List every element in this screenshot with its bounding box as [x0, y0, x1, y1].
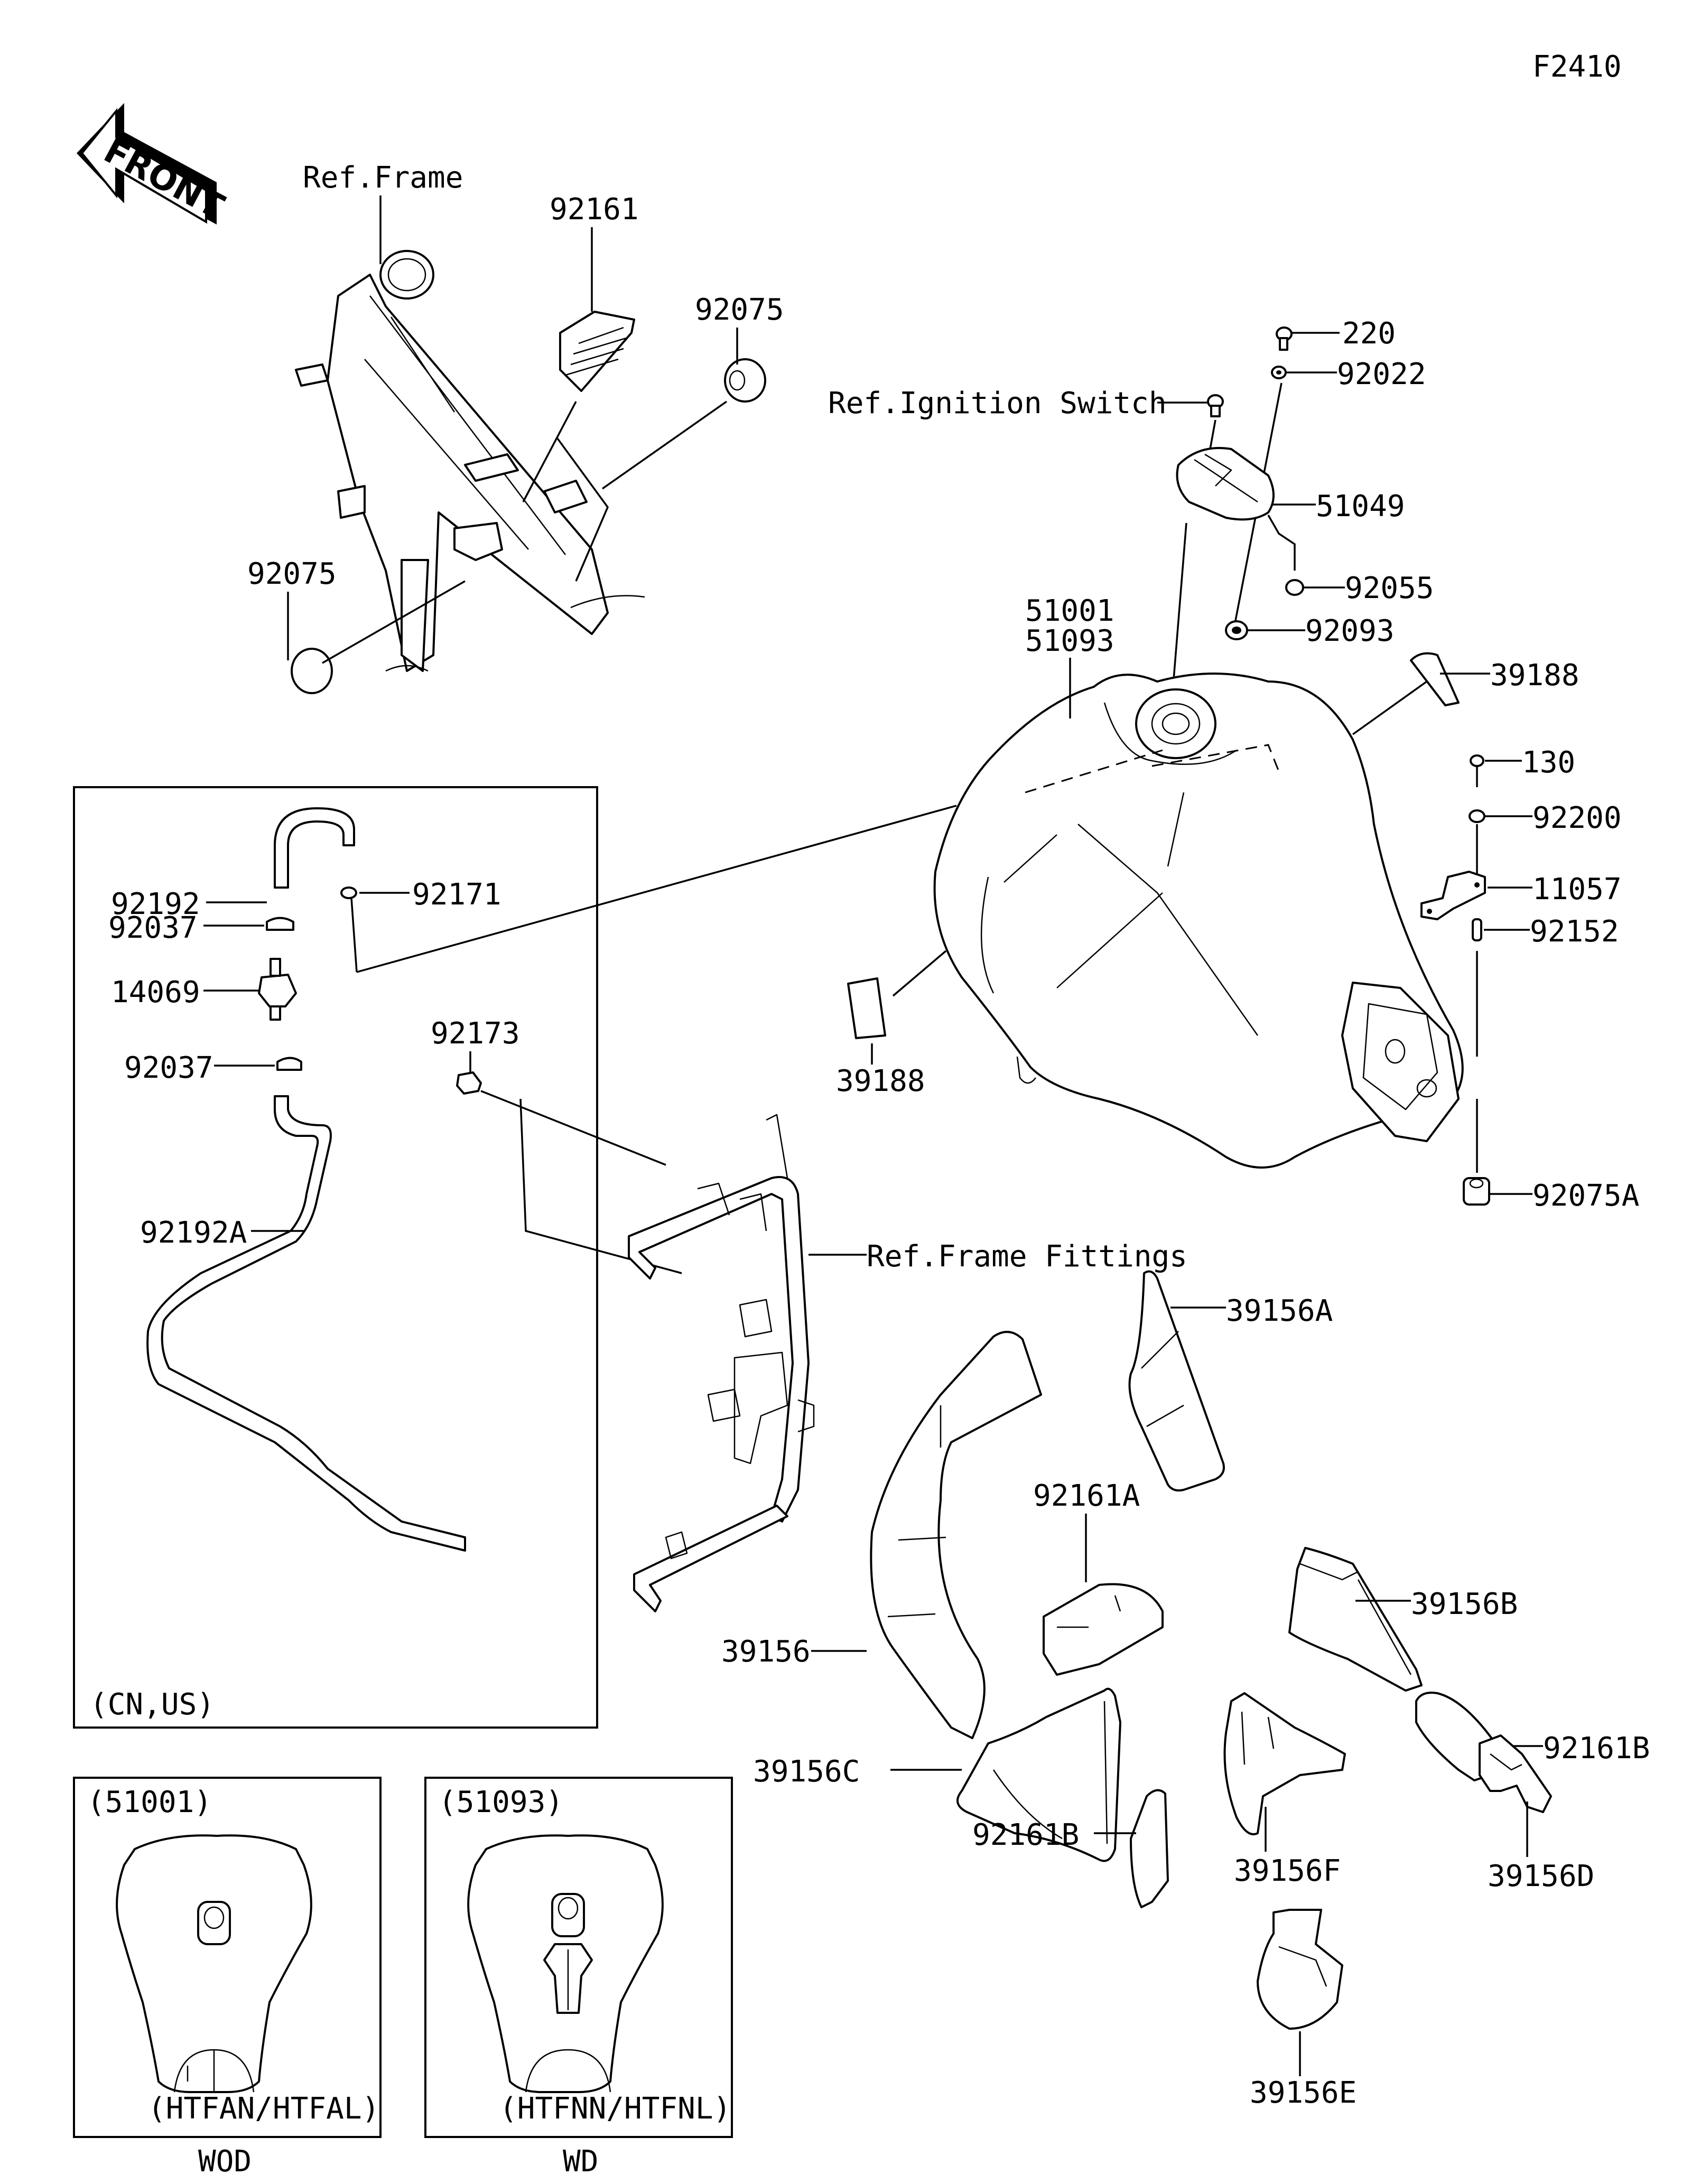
- diagram-code: F2410: [1532, 50, 1622, 84]
- variant-models-0: (HTFAN/HTFAL): [148, 2092, 379, 2126]
- part-label-92055: 92055: [1345, 571, 1434, 605]
- part-39156B-cover: [1288, 1547, 1423, 1692]
- part-label-39188-left: 39188: [836, 1064, 925, 1098]
- part-label-92075-top: 92075: [695, 293, 784, 327]
- part-130-bolt: [1470, 754, 1484, 787]
- variant-part-label-0: (51001): [87, 1785, 212, 1819]
- part-92075-grommet-left: [291, 648, 333, 694]
- part-label-92161B-right: 92161B: [1543, 1731, 1650, 1766]
- variant-part-label-1: (51093): [439, 1785, 563, 1819]
- part-label-14069: 14069: [111, 975, 200, 1010]
- part-39156A-cover: [1128, 1270, 1225, 1492]
- part-92152-collar: [1472, 918, 1482, 941]
- part-51049-fuel-cap: [1176, 419, 1275, 521]
- part-220-screw: [1276, 326, 1293, 351]
- part-label-92171: 92171: [412, 878, 501, 912]
- variant-box-wd: [424, 1777, 733, 2138]
- part-label-51001: 51001: [1025, 594, 1114, 628]
- part-92161B-pad-lower: [1130, 1789, 1169, 1908]
- part-label-92192A: 92192A: [140, 1216, 247, 1250]
- part-label-39156D: 39156D: [1488, 1859, 1594, 1893]
- part-39188-decal-right: [1410, 652, 1460, 706]
- variant-caption-1: WD: [563, 2144, 598, 2179]
- part-label-39156B: 39156B: [1411, 1587, 1518, 1621]
- part-label-92192: 92192: [111, 887, 200, 921]
- part-92022-washer: [1271, 366, 1287, 379]
- variant-caption-0: WOD: [198, 2144, 252, 2179]
- hose-kit-box: [73, 786, 598, 1729]
- part-label-39156A: 39156A: [1226, 1294, 1333, 1328]
- part-label-92173: 92173: [431, 1016, 520, 1051]
- part-label-51093: 51093: [1025, 624, 1114, 658]
- part-39156E-cover: [1257, 1909, 1343, 2030]
- part-label-92037-lower: 92037: [124, 1051, 213, 1085]
- variant-box-wod: [73, 1777, 382, 2138]
- part-92075-grommet-top: [724, 358, 766, 403]
- part-label-92161: 92161: [550, 192, 639, 227]
- part-label-92161A: 92161A: [1033, 1479, 1140, 1513]
- part-92075A-grommet: [1463, 1177, 1490, 1206]
- part-92200-washer: [1469, 809, 1485, 823]
- part-39188-decal-left: [847, 977, 886, 1039]
- part-92093-nut: [1225, 620, 1248, 640]
- part-39156F-cover: [1223, 1692, 1346, 1835]
- frame-drawing: [295, 250, 645, 672]
- part-label-220: 220: [1342, 316, 1396, 351]
- frame-fittings-drawing: [628, 1114, 815, 1612]
- part-label-51049: 51049: [1316, 489, 1405, 524]
- part-11057-bracket: [1420, 871, 1486, 920]
- part-label-92152: 92152: [1530, 914, 1619, 949]
- part-39156-cover: [870, 1331, 1042, 1739]
- part-label-130: 130: [1522, 745, 1575, 780]
- part-label-11057: 11057: [1532, 872, 1622, 907]
- part-label-39188-right: 39188: [1490, 658, 1579, 693]
- ref-frame-fittings-label: Ref.Frame Fittings: [867, 1239, 1187, 1274]
- tank-top-view-wod: [116, 1834, 312, 2093]
- region-note: (CN,US): [90, 1687, 215, 1722]
- ref-frame-label: Ref.Frame: [303, 161, 463, 195]
- part-label-39156F: 39156F: [1234, 1854, 1341, 1888]
- part-label-92075A: 92075A: [1532, 1179, 1639, 1213]
- part-label-39156C: 39156C: [753, 1754, 860, 1789]
- part-label-39156E: 39156E: [1250, 2076, 1356, 2110]
- part-label-92093: 92093: [1305, 614, 1395, 648]
- part-39156C-cover: [956, 1687, 1121, 1862]
- front-arrow-icon: FRONT: [77, 103, 230, 227]
- part-92161A-pad: [1043, 1583, 1164, 1676]
- part-label-92200: 92200: [1532, 801, 1622, 835]
- part-92161-pad: [559, 311, 635, 392]
- variant-models-1: (HTFNN/HTFNL): [499, 2092, 731, 2126]
- ref-ignition-switch-label: Ref.Ignition Switch: [828, 386, 1167, 421]
- tank-top-view-wd: [467, 1834, 664, 2093]
- part-label-92161B-lower: 92161B: [972, 1818, 1079, 1852]
- part-92055-o-ring: [1285, 579, 1304, 596]
- part-label-92037-upper: 92037: [108, 911, 198, 945]
- fuel-tank-drawing: [933, 673, 1464, 1169]
- hose-kit-drawing: [146, 807, 466, 1552]
- part-label-92022: 92022: [1337, 357, 1426, 391]
- part-ignition-screw: [1207, 394, 1224, 417]
- part-label-92075-left: 92075: [247, 557, 337, 591]
- part-92173-clamp: [456, 1071, 482, 1095]
- part-label-39156: 39156: [721, 1635, 811, 1669]
